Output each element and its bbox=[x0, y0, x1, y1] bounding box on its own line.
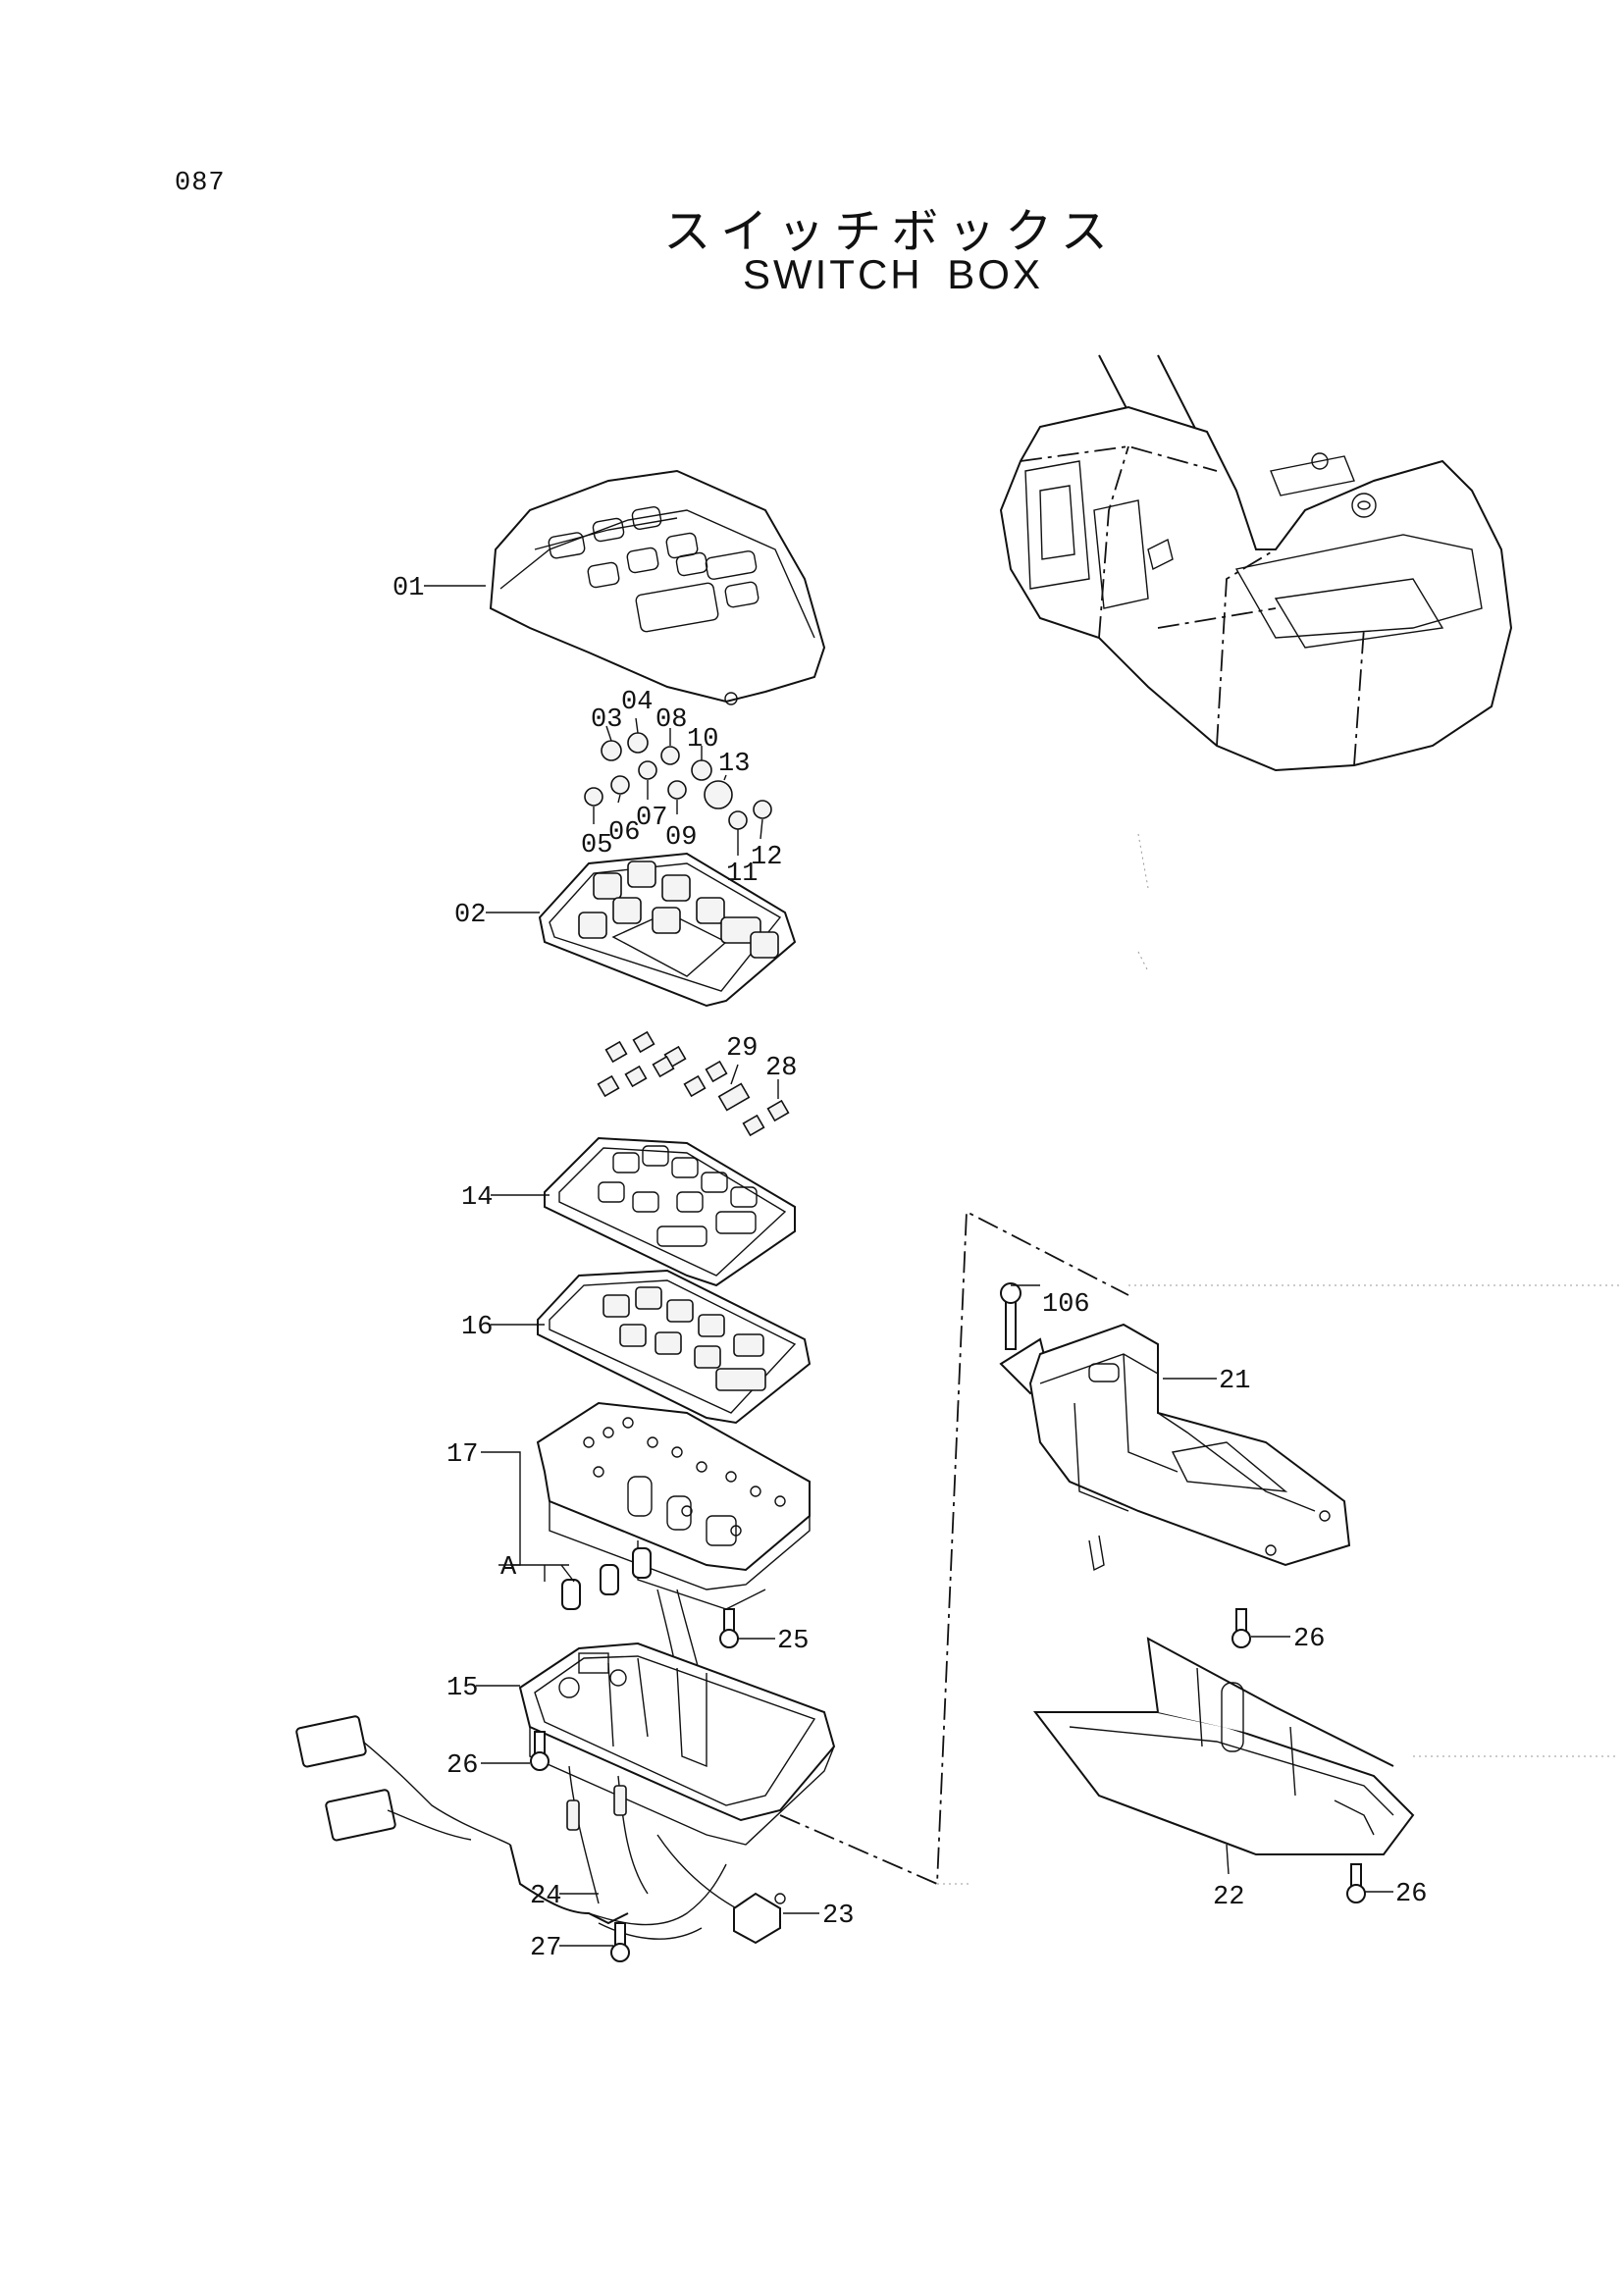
part-24-wire-harness bbox=[295, 1715, 747, 1940]
callout-26-bracket: 26 bbox=[1293, 1625, 1325, 1654]
callout-03: 03 bbox=[591, 705, 622, 735]
title-japanese: スイッチボックス bbox=[663, 204, 1118, 259]
callout-22: 22 bbox=[1213, 1883, 1244, 1912]
callout-06: 06 bbox=[608, 818, 640, 848]
callout-10: 10 bbox=[687, 725, 718, 755]
part-16-circuit-plate bbox=[537, 1269, 812, 1425]
callout-13: 13 bbox=[718, 750, 750, 779]
callout-07: 07 bbox=[636, 804, 667, 833]
callout-21: 21 bbox=[1219, 1367, 1250, 1396]
callout-08: 08 bbox=[655, 705, 687, 735]
callout-A: A bbox=[500, 1553, 517, 1583]
part-14-key-plate bbox=[544, 1136, 796, 1287]
callout-24: 24 bbox=[530, 1882, 561, 1911]
title-english: SWITCH BOX bbox=[742, 251, 1043, 297]
callout-15: 15 bbox=[446, 1674, 478, 1703]
part-22-lower-cover bbox=[1032, 1637, 1415, 1855]
callout-04: 04 bbox=[621, 688, 653, 717]
callout-05: 05 bbox=[581, 831, 612, 860]
screws bbox=[530, 1282, 1366, 1962]
callout-09: 09 bbox=[665, 823, 697, 853]
callout-12: 12 bbox=[751, 843, 782, 872]
callout-02: 02 bbox=[454, 901, 486, 930]
part-02-rubber-plate bbox=[538, 852, 797, 1008]
parts-28-29-blocks bbox=[597, 1030, 790, 1137]
callout-01: 01 bbox=[393, 574, 424, 603]
page-number: 087 bbox=[175, 169, 226, 198]
callout-106: 106 bbox=[1042, 1290, 1090, 1320]
parts-switch-knobs bbox=[584, 732, 772, 830]
callout-28: 28 bbox=[765, 1054, 797, 1083]
machine-overview bbox=[999, 354, 1513, 772]
part-23-grommet bbox=[733, 1892, 786, 1945]
callout-25: 25 bbox=[777, 1627, 809, 1656]
callout-27: 27 bbox=[530, 1934, 561, 1963]
leader-lines bbox=[424, 585, 1393, 1947]
callout-11: 11 bbox=[726, 860, 758, 889]
callout-26-case: 26 bbox=[446, 1751, 478, 1781]
part-21-bracket bbox=[999, 1323, 1351, 1572]
callout-14: 14 bbox=[461, 1183, 493, 1213]
callout-29: 29 bbox=[726, 1034, 758, 1064]
part-15-switch-case bbox=[518, 1642, 836, 1846]
callout-17: 17 bbox=[446, 1440, 478, 1470]
connection-lines bbox=[779, 833, 1619, 1886]
callout-26-cover: 26 bbox=[1395, 1880, 1427, 1909]
callout-16: 16 bbox=[461, 1313, 493, 1342]
parts-A-lamp-sockets bbox=[561, 1547, 652, 1610]
callout-labels: 01 02 03 04 05 06 07 08 09 10 11 12 13 1… bbox=[393, 574, 1427, 1963]
callout-23: 23 bbox=[822, 1902, 854, 1931]
part-01-switch-cover bbox=[489, 469, 826, 705]
